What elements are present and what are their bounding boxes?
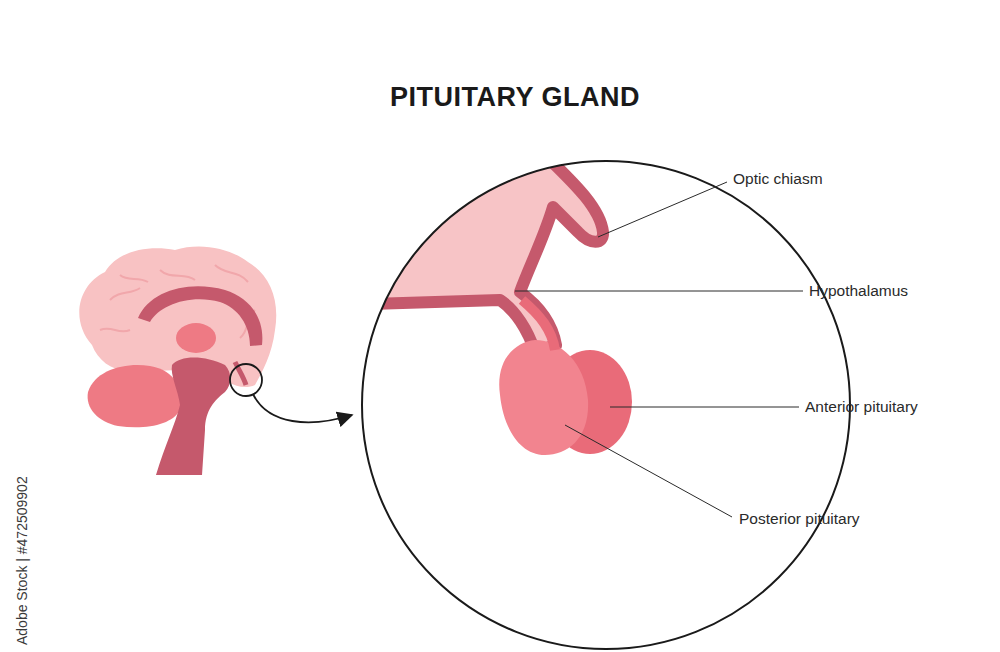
zoom-marker <box>230 364 262 396</box>
stalk <box>522 300 555 350</box>
watermark: Adobe Stock | #472509902 <box>14 476 30 645</box>
part-label: Optic chiasm <box>733 170 823 188</box>
diagram-title: PITUITARY GLAND <box>390 82 640 113</box>
posterior-lobe <box>499 340 588 455</box>
part-label: Anterior pituitary <box>805 398 918 416</box>
zoom-circle <box>362 161 850 649</box>
part-label: Posterior pituitary <box>739 510 860 528</box>
leader-line <box>610 407 799 408</box>
cerebellum <box>88 365 182 427</box>
zoom-arrow <box>253 394 352 422</box>
brainstem <box>156 358 230 476</box>
part-label: Hypothalamus <box>809 282 908 300</box>
leader-line <box>565 425 732 517</box>
leader-line <box>598 182 727 237</box>
zoom-content <box>340 150 855 652</box>
thalamus <box>176 323 216 353</box>
leader-line <box>515 291 803 292</box>
brain-figure <box>79 246 352 475</box>
hypothalamus-shape <box>340 150 603 352</box>
leader-lines <box>515 182 803 517</box>
